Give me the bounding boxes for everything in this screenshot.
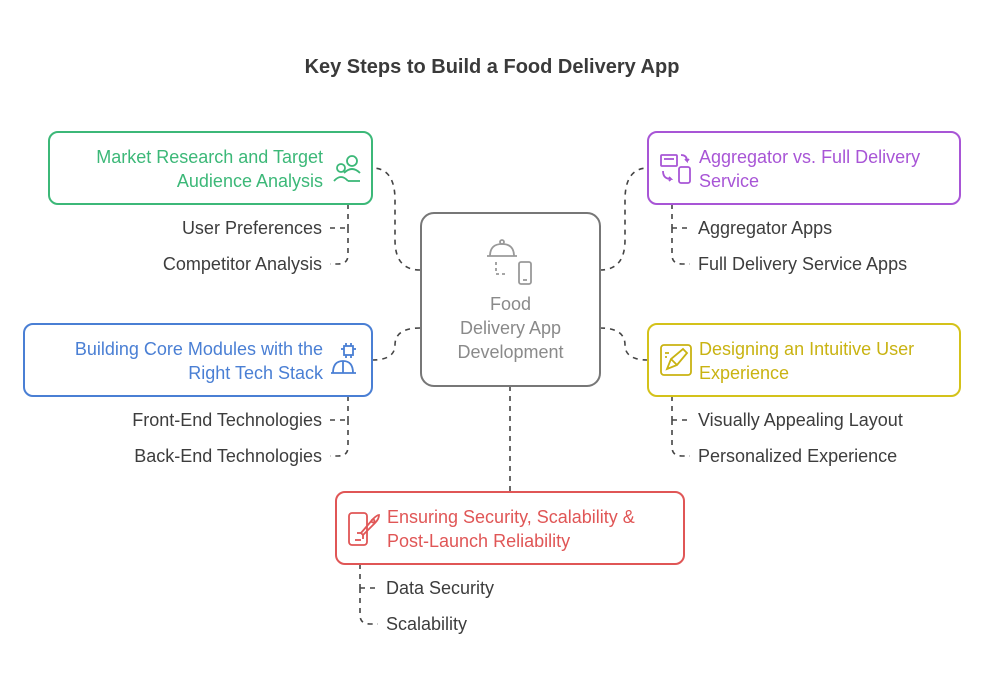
connector-center-ux (599, 327, 649, 361)
security-node[interactable]: Ensuring Security, Scalability & Post-La… (335, 491, 685, 565)
connector-center-aggregator (599, 167, 649, 271)
market-node[interactable]: Market Research and Target Audience Anal… (48, 131, 373, 205)
phone-rocket-icon (348, 512, 380, 546)
aggregator-label-line-1: Aggregator vs. Full Delivery (699, 147, 921, 167)
design-pencil-icon (660, 344, 692, 376)
connector-center-core (371, 327, 421, 361)
ux-label-line-2: Experience (699, 363, 790, 383)
aggregator-item-2: Full Delivery Service Apps (698, 254, 908, 274)
market-item-1: User Preferences (181, 218, 322, 238)
security-label-line-1: Ensuring Security, Scalability & (387, 507, 635, 527)
connector-market-items (330, 204, 349, 265)
hardhat-chip-icon (331, 343, 356, 374)
connector-security-items (359, 564, 378, 625)
connector-ux-items (671, 396, 690, 457)
ux-item-2: Personalized Experience (698, 446, 898, 466)
cloche-phone-icon (487, 239, 532, 285)
center-label-line-3: Development (457, 342, 564, 362)
aggregator-item-1: Aggregator Apps (698, 218, 833, 238)
security-item-1: Data Security (386, 578, 495, 598)
ux-node[interactable]: Designing an Intuitive User Experience (647, 323, 961, 397)
core-item-2: Back-End Technologies (134, 446, 322, 466)
connector-aggregator-items (671, 204, 690, 265)
security-item-2: Scalability (386, 614, 468, 634)
security-label-line-2: Post-Launch Reliability (387, 531, 571, 551)
center-label-line-2: Delivery App (459, 318, 562, 338)
center-node[interactable]: Food Delivery App Development (420, 212, 601, 387)
core-label-line-1: Building Core Modules with the (74, 339, 323, 359)
aggregator-label-line-2: Service (699, 171, 760, 191)
ux-label-line-1: Designing an Intuitive User (699, 339, 915, 359)
center-label-line-1: Food (489, 294, 532, 314)
market-item-2: Competitor Analysis (162, 254, 322, 274)
users-icon (333, 155, 361, 182)
core-node[interactable]: Building Core Modules with the Right Tec… (23, 323, 373, 397)
market-label-line-2: Audience Analysis (176, 171, 323, 191)
ux-item-1: Visually Appealing Layout (698, 410, 903, 430)
connector-core-items (330, 396, 349, 457)
switch-icon (660, 154, 691, 184)
core-item-1: Front-End Technologies (132, 410, 322, 430)
diagram-title: Key Steps to Build a Food Delivery App (304, 56, 680, 78)
aggregator-node[interactable]: Aggregator vs. Full Delivery Service (647, 131, 961, 205)
connector-center-market (371, 167, 421, 271)
market-label-line-1: Market Research and Target (96, 147, 323, 167)
core-label-line-2: Right Tech Stack (188, 363, 323, 383)
